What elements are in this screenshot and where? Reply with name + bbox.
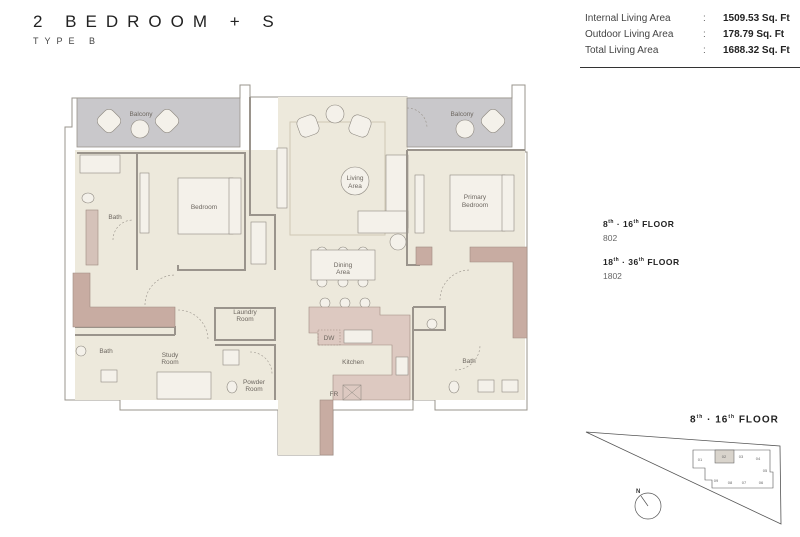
- key-unit-05: 05: [763, 468, 768, 473]
- label-powder: Powder: [243, 379, 266, 386]
- key-plan-building: [692, 449, 774, 489]
- key-unit-07: 07: [742, 480, 747, 485]
- label-laundry: Laundry: [233, 309, 257, 316]
- label-primary: Primary: [464, 194, 487, 201]
- dining-table: [310, 246, 376, 309]
- label-balcony-right: Balcony: [450, 111, 474, 118]
- label-study: Study: [162, 352, 179, 359]
- label-primary-bedroom: Bedroom: [462, 202, 488, 209]
- label-living: Living: [347, 175, 364, 182]
- label-fr: FR: [330, 391, 339, 398]
- balcony-furniture: [97, 109, 505, 139]
- area-label: Outdoor Living Area: [585, 29, 674, 40]
- floor-range-label: 8th · 16th FLOOR: [603, 219, 675, 229]
- plan-title: 2 BEDROOM + S: [33, 12, 283, 31]
- sink-icon: [343, 329, 373, 344]
- label-kitchen: Kitchen: [342, 359, 364, 366]
- label-bedroom: Bedroom: [191, 204, 217, 211]
- key-plan-title: 8th · 16th FLOOR: [690, 414, 779, 426]
- plan-subtitle: TYPE B: [33, 36, 102, 46]
- dishwasher: [317, 329, 341, 346]
- label-dw: DW: [324, 335, 336, 342]
- unit-number: 1802: [603, 271, 622, 281]
- floor-range-label: 18th · 36th FLOOR: [603, 257, 680, 267]
- key-unit-highlight: [714, 449, 735, 464]
- label-study-room: Room: [161, 359, 178, 366]
- fridge-cross-lines: [342, 384, 362, 401]
- label-bath-left: Bath: [108, 214, 122, 221]
- living-area-marker: [340, 166, 370, 196]
- label-powder-room: Room: [245, 386, 262, 393]
- area-sep: :: [703, 45, 706, 56]
- label-living-area: Area: [348, 183, 362, 190]
- area-row-internal: Internal Living Area: 1509.53 Sq. Ft: [585, 11, 790, 27]
- key-unit-04: 04: [756, 456, 761, 461]
- label-bath-study: Bath: [99, 348, 113, 355]
- sanitary-fixtures: [75, 192, 519, 394]
- area-sep: :: [703, 13, 706, 24]
- entry-corridor: [278, 395, 320, 455]
- key-unit-02: 02: [722, 454, 727, 459]
- label-laundry-room: Room: [236, 316, 253, 323]
- north-label: N: [636, 489, 640, 495]
- area-summary: Internal Living Area: 1509.53 Sq. Ft Outd…: [585, 11, 790, 59]
- label-balcony-left: Balcony: [129, 111, 153, 118]
- label-bath-right: Bath: [462, 358, 476, 365]
- key-unit-06: 06: [759, 480, 764, 485]
- door-swings: [112, 107, 481, 375]
- key-unit-08: 08: [728, 480, 733, 485]
- floor-range-low: 8th · 16th FLOOR 802: [603, 219, 674, 243]
- key-unit-09: 09: [714, 478, 719, 483]
- compass-needle: [640, 495, 649, 507]
- unit-number: 802: [603, 233, 618, 243]
- area-value: 1509.53 Sq. Ft: [723, 13, 790, 24]
- area-sep: :: [703, 29, 706, 40]
- label-dining-area: Area: [336, 269, 350, 276]
- key-unit-03: 03: [739, 454, 744, 459]
- area-row-outdoor: Outdoor Living Area: 178.79 Sq. Ft: [585, 27, 790, 43]
- compass-icon: [634, 492, 662, 520]
- key-unit-01: 01: [698, 457, 703, 462]
- key-plan-site: [585, 431, 782, 525]
- area-value: 1688.32 Sq. Ft: [723, 45, 790, 56]
- living-furniture: [250, 104, 409, 265]
- area-row-total: Total Living Area: 1688.32 Sq. Ft: [585, 43, 790, 59]
- divider: [580, 67, 800, 68]
- area-label: Internal Living Area: [585, 13, 671, 24]
- floor-range-high: 18th · 36th FLOOR 1802: [603, 257, 680, 281]
- bedroom-furniture: [79, 154, 515, 400]
- label-dining: Dining: [334, 262, 353, 269]
- area-label: Total Living Area: [585, 45, 659, 56]
- area-value: 178.79 Sq. Ft: [723, 29, 785, 40]
